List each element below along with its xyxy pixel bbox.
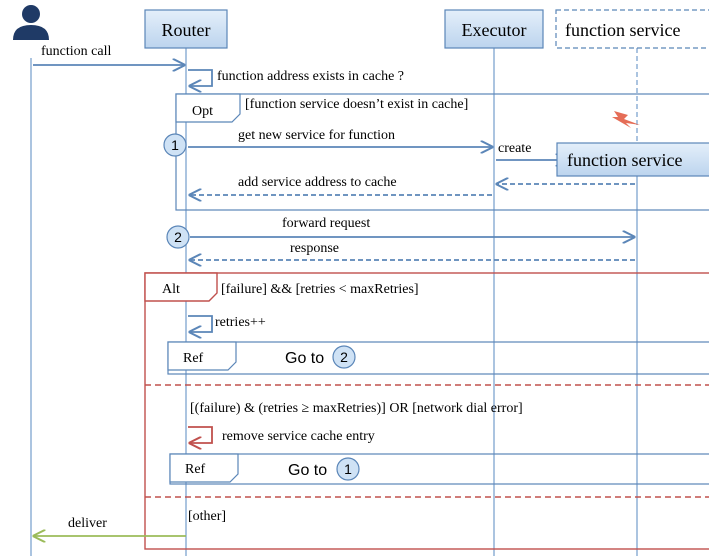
router-label: Router [162, 20, 211, 40]
function-service-actor-top: function service [555, 9, 709, 49]
function-service-top-label: function service [565, 20, 680, 40]
ref-label-1: Ref [183, 351, 204, 366]
step-2-marker: 2 [166, 225, 190, 249]
function-service-created-actor: function service [556, 142, 709, 177]
get-new-service-label: get new service for function [238, 128, 395, 143]
function-call-label: function call [41, 44, 111, 59]
step-1-marker: 1 [163, 133, 187, 157]
opt-label-tab [175, 93, 241, 123]
cache-check-label: function address exists in cache ? [217, 69, 404, 84]
alt-fragment [144, 272, 709, 550]
ref-goto-1: Ref Go to 1 [169, 453, 709, 485]
goto-text-2: Go to [288, 462, 327, 479]
add-address-label: add service address to cache [238, 175, 397, 190]
remove-entry-label: remove service cache entry [222, 429, 375, 444]
executor-actor: Executor [444, 9, 544, 49]
step-1-label: 1 [171, 137, 179, 153]
retries-label: retries++ [215, 315, 266, 330]
deliver-label: deliver [68, 516, 107, 531]
goto-text-1: Go to [285, 350, 324, 367]
failure-lightning-icon [612, 111, 640, 128]
executor-label: Executor [462, 20, 527, 40]
retries-arrow [188, 315, 213, 332]
goto-marker-2: 2 [340, 349, 348, 365]
opt-guard: [function service doesn’t exist in cache… [245, 97, 468, 112]
alt-label: Alt [162, 282, 180, 297]
function-service-created-label: function service [567, 150, 682, 170]
opt-label: Opt [192, 104, 213, 119]
user-actor-icon [13, 5, 49, 40]
remove-entry-arrow [188, 426, 213, 443]
response-label: response [290, 241, 339, 256]
cache-check-arrow [188, 69, 213, 86]
router-actor: Router [144, 9, 228, 49]
alt-label-tab [144, 272, 218, 302]
ref-label-2: Ref [185, 462, 206, 477]
step-2-label: 2 [174, 229, 182, 245]
goto-marker-1: 1 [344, 461, 352, 477]
alt-guard-3: [other] [188, 509, 226, 524]
create-label: create [498, 141, 531, 156]
alt-guard-1: [failure] && [retries < maxRetries] [221, 282, 419, 297]
forward-request-label: forward request [282, 216, 370, 231]
ref-goto-2: Ref Go to 2 [167, 341, 709, 375]
alt-guard-2: [(failure) & (retries ≥ maxRetries)] OR … [190, 401, 523, 416]
